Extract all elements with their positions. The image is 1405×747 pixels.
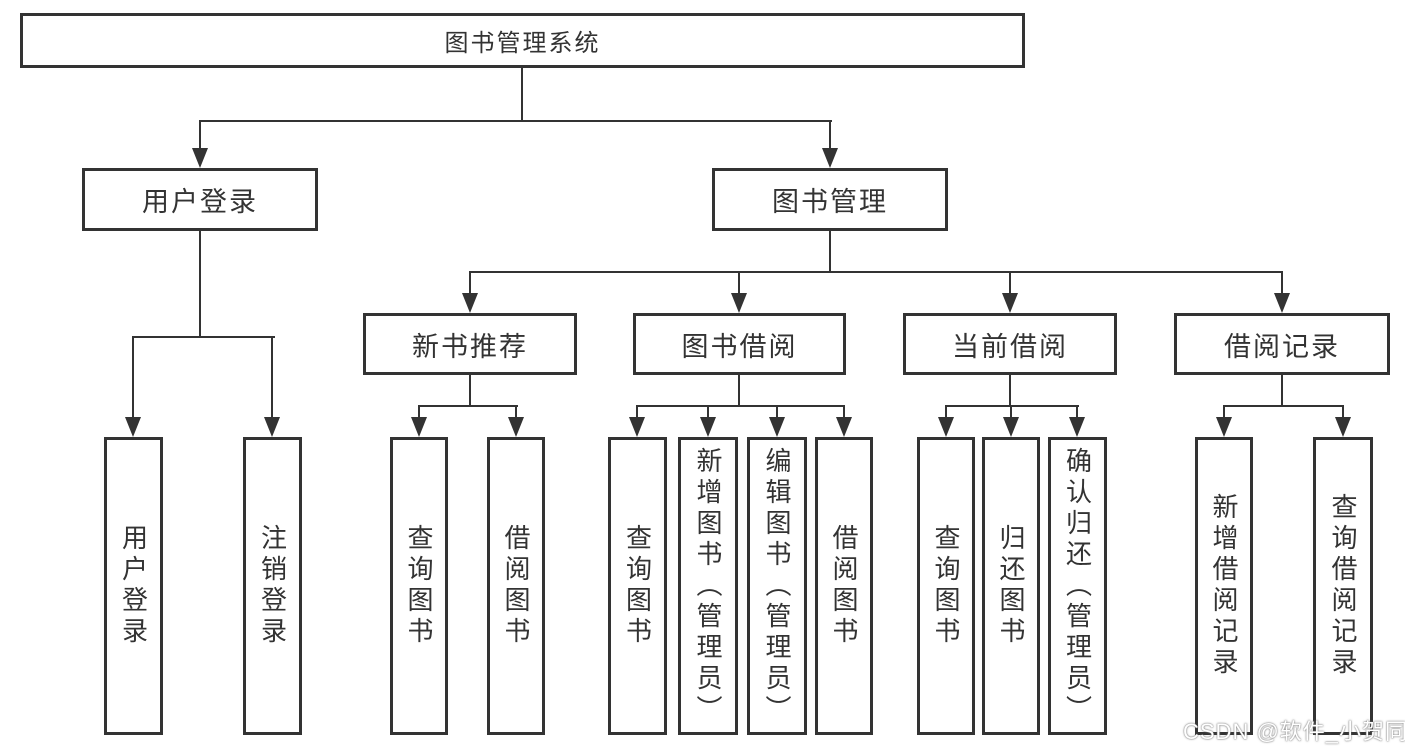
- leaf-borrow-books-1: 借阅图书: [487, 437, 545, 735]
- arrow-down-icon: [1002, 293, 1018, 313]
- leaf-add-books-admin: 新增图书（管理员）: [678, 437, 738, 735]
- connector-line: [636, 405, 845, 407]
- connector-line: [132, 336, 275, 338]
- arrow-down-icon: [731, 293, 747, 313]
- arrow-down-icon: [822, 148, 838, 168]
- leaf-label: 用户登录: [118, 524, 149, 648]
- arrow-down-icon: [836, 417, 852, 437]
- node-book-management: 图书管理: [712, 168, 948, 231]
- arrow-down-icon: [1274, 293, 1290, 313]
- arrow-down-icon: [938, 417, 954, 437]
- leaf-label: 借阅图书: [501, 524, 531, 648]
- arrow-down-icon: [192, 148, 208, 168]
- connector-line: [521, 68, 523, 122]
- connector-line: [829, 120, 831, 150]
- leaf-query-books-1: 查询图书: [390, 437, 448, 735]
- connector-line: [515, 405, 517, 419]
- connector-line: [418, 405, 420, 419]
- leaf-query-books-2: 查询图书: [608, 437, 667, 735]
- leaf-return-books: 归还图书: [982, 437, 1040, 735]
- connector-line: [1009, 271, 1011, 295]
- connector-line: [1076, 405, 1078, 419]
- connector-line: [1223, 405, 1344, 407]
- connector-line: [469, 375, 471, 407]
- connector-line: [707, 405, 709, 419]
- watermark: CSDN @软件_小贺同学: [1183, 719, 1405, 744]
- leaf-label: 查询图书: [404, 524, 434, 648]
- arrow-down-icon: [700, 417, 716, 437]
- leaf-label: 借阅图书: [829, 524, 859, 648]
- connector-line: [636, 405, 638, 419]
- connector-line: [132, 336, 134, 419]
- connector-line: [1223, 405, 1225, 419]
- connector-line: [843, 405, 845, 419]
- arrow-down-icon: [1216, 417, 1232, 437]
- leaf-label: 编辑图书（管理员）: [762, 446, 792, 726]
- connector-line: [829, 231, 831, 273]
- leaf-edit-books-admin: 编辑图书（管理员）: [747, 437, 807, 735]
- arrow-down-icon: [629, 417, 645, 437]
- connector-line: [199, 120, 832, 122]
- node-current-borrow: 当前借阅: [903, 313, 1117, 375]
- connector-line: [1281, 375, 1283, 407]
- arrow-down-icon: [1069, 417, 1085, 437]
- connector-line: [738, 271, 740, 295]
- arrow-down-icon: [769, 417, 785, 437]
- leaf-query-borrow-record: 查询借阅记录: [1313, 437, 1373, 735]
- leaf-label: 查询图书: [931, 524, 961, 648]
- leaf-user-login: 用户登录: [104, 437, 163, 735]
- connector-line: [945, 405, 1079, 407]
- arrow-down-icon: [462, 293, 478, 313]
- leaf-label: 归还图书: [996, 524, 1026, 648]
- connector-line: [1342, 405, 1344, 419]
- leaf-label: 查询图书: [622, 524, 653, 648]
- leaf-label: 确认归还（管理员）: [1062, 446, 1093, 726]
- leaf-logout: 注销登录: [243, 437, 302, 735]
- leaf-label: 新增借阅记录: [1209, 493, 1239, 679]
- connector-line: [199, 120, 201, 150]
- leaf-add-borrow-record: 新增借阅记录: [1195, 437, 1253, 735]
- node-new-book-recommend: 新书推荐: [363, 313, 577, 375]
- connector-line: [469, 271, 471, 295]
- leaf-label: 新增图书（管理员）: [693, 446, 723, 726]
- leaf-label: 注销登录: [257, 524, 288, 648]
- connector-line: [1281, 271, 1283, 295]
- connector-line: [199, 231, 201, 338]
- connector-line: [469, 271, 1283, 273]
- arrow-down-icon: [1335, 417, 1351, 437]
- node-book-borrow: 图书借阅: [633, 313, 846, 375]
- arrow-down-icon: [411, 417, 427, 437]
- leaf-label: 查询借阅记录: [1328, 493, 1358, 679]
- connector-line: [776, 405, 778, 419]
- node-library-system: 图书管理系统: [20, 13, 1025, 68]
- leaf-query-books-3: 查询图书: [917, 437, 975, 735]
- arrow-down-icon: [1003, 417, 1019, 437]
- node-borrow-records: 借阅记录: [1174, 313, 1390, 375]
- leaf-borrow-books-2: 借阅图书: [815, 437, 873, 735]
- connector-line: [1009, 375, 1011, 407]
- connector-line: [271, 336, 273, 419]
- connector-line: [738, 375, 740, 407]
- leaf-confirm-return-admin: 确认归还（管理员）: [1048, 437, 1107, 735]
- arrow-down-icon: [264, 417, 280, 437]
- node-user-login: 用户登录: [82, 168, 318, 231]
- connector-line: [418, 405, 518, 407]
- arrow-down-icon: [508, 417, 524, 437]
- arrow-down-icon: [125, 417, 141, 437]
- connector-line: [945, 405, 947, 419]
- connector-line: [1010, 405, 1012, 419]
